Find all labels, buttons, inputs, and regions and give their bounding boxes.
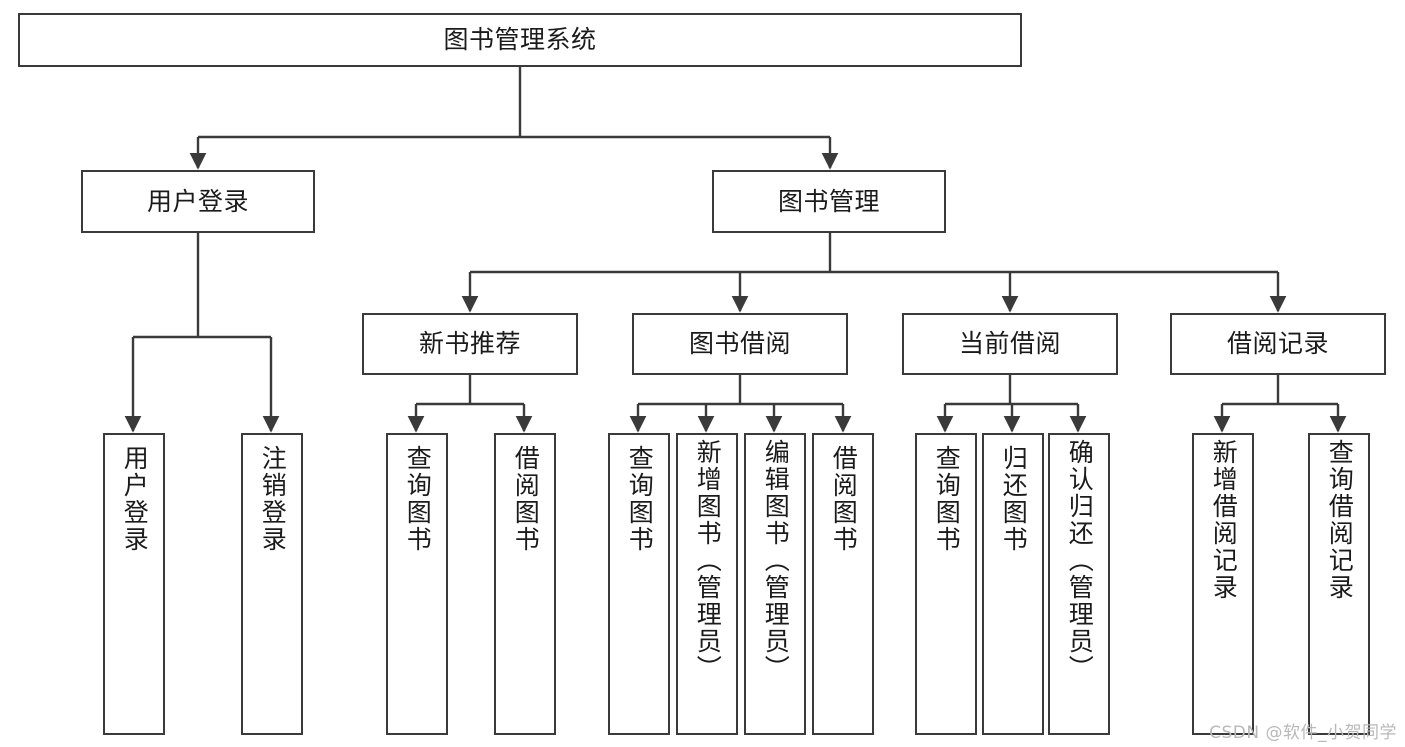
- node-label: 查询图书: [932, 445, 962, 553]
- node-root-book-management-system[interactable]: 图书管理系统: [18, 13, 1022, 67]
- node-label: 新增借阅记录: [1209, 439, 1239, 601]
- node-label: 编辑图书（管理员）: [761, 439, 791, 682]
- node-label: 新增图书（管理员）: [693, 439, 723, 682]
- node-borrow-records[interactable]: 借阅记录: [1170, 313, 1386, 375]
- leaf-new-book-borrow-book[interactable]: 借阅图书: [494, 433, 556, 735]
- node-label: 当前借阅: [958, 329, 1061, 359]
- node-label: 用户登录: [120, 445, 150, 553]
- leaf-book-borrow-borrow-book[interactable]: 借阅图书: [812, 433, 874, 735]
- leaf-borrow-records-query-record[interactable]: 查询借阅记录: [1308, 433, 1370, 735]
- leaf-borrow-records-add-record[interactable]: 新增借阅记录: [1192, 433, 1254, 735]
- leaf-new-book-query-book[interactable]: 查询图书: [386, 433, 448, 735]
- node-label: 查询图书: [625, 445, 655, 553]
- leaf-book-borrow-add-book-admin[interactable]: 新增图书（管理员）: [676, 433, 738, 735]
- leaf-user-login-logout[interactable]: 注销登录: [241, 433, 303, 735]
- node-label: 图书管理: [777, 186, 880, 216]
- node-book-borrow[interactable]: 图书借阅: [632, 313, 848, 375]
- node-label: 图书借阅: [688, 329, 791, 359]
- node-book-management[interactable]: 图书管理: [712, 170, 946, 233]
- leaf-current-borrow-confirm-return-admin[interactable]: 确认归还（管理员）: [1048, 433, 1110, 735]
- node-label: 借阅图书: [511, 445, 541, 553]
- node-label: 图书管理系统: [443, 25, 597, 55]
- node-new-book-recommend[interactable]: 新书推荐: [362, 313, 578, 375]
- node-label: 确认归还（管理员）: [1065, 439, 1095, 682]
- watermark: CSDN @软件_小贺同学: [1209, 723, 1397, 743]
- node-label: 注销登录: [258, 445, 288, 553]
- node-current-borrow[interactable]: 当前借阅: [902, 313, 1118, 375]
- leaf-book-borrow-query-book[interactable]: 查询图书: [608, 433, 670, 735]
- node-label: 新书推荐: [418, 329, 521, 359]
- leaf-current-borrow-query-book[interactable]: 查询图书: [915, 433, 977, 735]
- leaf-current-borrow-return-book[interactable]: 归还图书: [982, 433, 1044, 735]
- node-label: 查询图书: [403, 445, 433, 553]
- node-label: 归还图书: [999, 445, 1029, 553]
- node-label: 查询借阅记录: [1325, 439, 1355, 601]
- leaf-user-login-login[interactable]: 用户登录: [103, 433, 165, 735]
- node-label: 借阅记录: [1226, 329, 1329, 359]
- node-user-login[interactable]: 用户登录: [81, 170, 315, 233]
- node-label: 借阅图书: [829, 445, 859, 553]
- leaf-book-borrow-edit-book-admin[interactable]: 编辑图书（管理员）: [744, 433, 806, 735]
- node-label: 用户登录: [146, 186, 249, 216]
